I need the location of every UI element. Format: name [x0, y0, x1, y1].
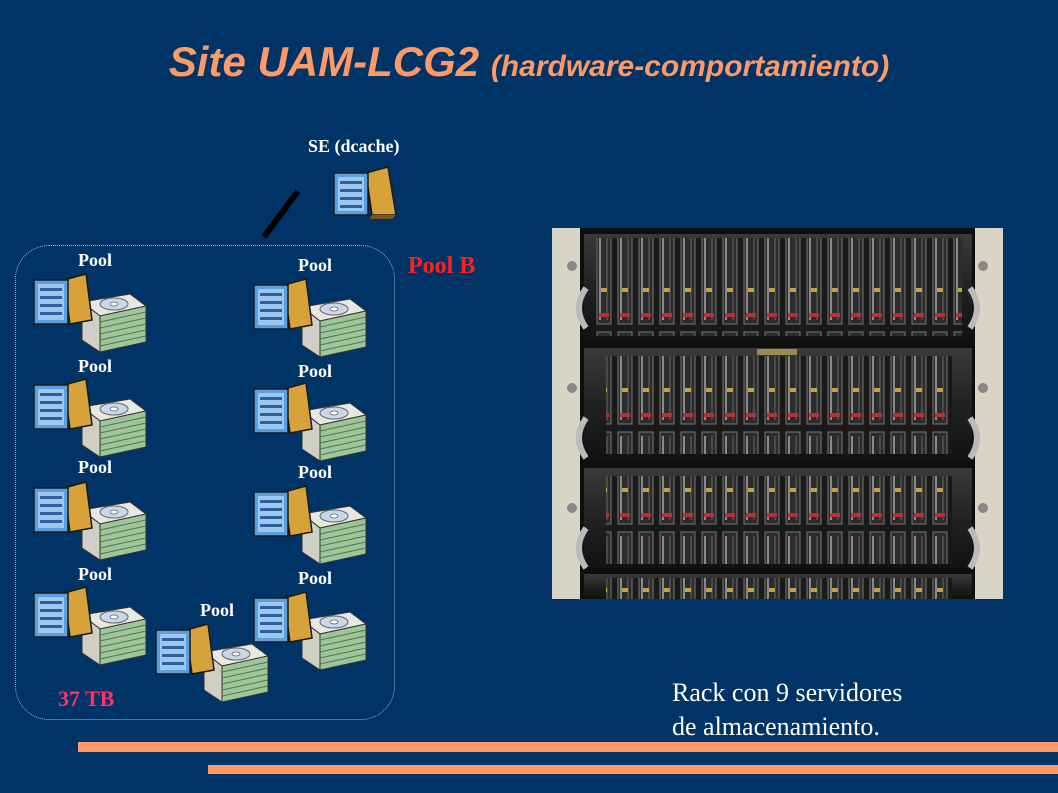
- pool-label-4: Pool: [298, 361, 332, 381]
- pool-label-5: Pool: [78, 457, 112, 477]
- accent-bar-top: [78, 742, 1058, 752]
- pool-label-7: Pool: [78, 564, 112, 584]
- pool-server-icon-1: [30, 272, 148, 354]
- accent-bar-bottom: [208, 765, 1058, 774]
- pool-label-1: Pool: [78, 250, 112, 270]
- pool-server-icon-2: [250, 277, 368, 359]
- title-subtitle: (hardware-comportamiento): [490, 50, 890, 83]
- pool-server-icon-6: [250, 484, 368, 566]
- pool-label-2: Pool: [298, 255, 332, 275]
- pool-server-icon-9: [152, 622, 270, 704]
- pool-label-3: Pool: [78, 356, 112, 376]
- pool-server-icon-4: [250, 381, 368, 463]
- pool-server-icon-3: [30, 377, 148, 459]
- pool-server-icon-5: [30, 480, 148, 562]
- pool-label-6: Pool: [298, 462, 332, 482]
- server-tower-icon: [333, 166, 397, 219]
- rack-caption-line-1: Rack con 9 servidores: [672, 678, 903, 707]
- storage-rack-photo: [552, 228, 1003, 599]
- title-main: Site UAM-LCG2: [168, 38, 480, 85]
- pool-server-icon-7: [30, 585, 148, 667]
- se-dcache-label: SE (dcache): [308, 136, 400, 156]
- se-connection-line: [261, 189, 301, 239]
- capacity-label: 37 TB: [58, 686, 115, 711]
- pool-b-label: Pool B: [408, 253, 476, 279]
- rack-caption-line-2: de almacenamiento.: [672, 712, 880, 741]
- pool-label-9: Pool: [200, 600, 234, 620]
- page-title: Site UAM-LCG2 (hardware-comportamiento): [0, 34, 1058, 95]
- pool-label-8: Pool: [298, 568, 332, 588]
- pool-group-box: [15, 245, 395, 720]
